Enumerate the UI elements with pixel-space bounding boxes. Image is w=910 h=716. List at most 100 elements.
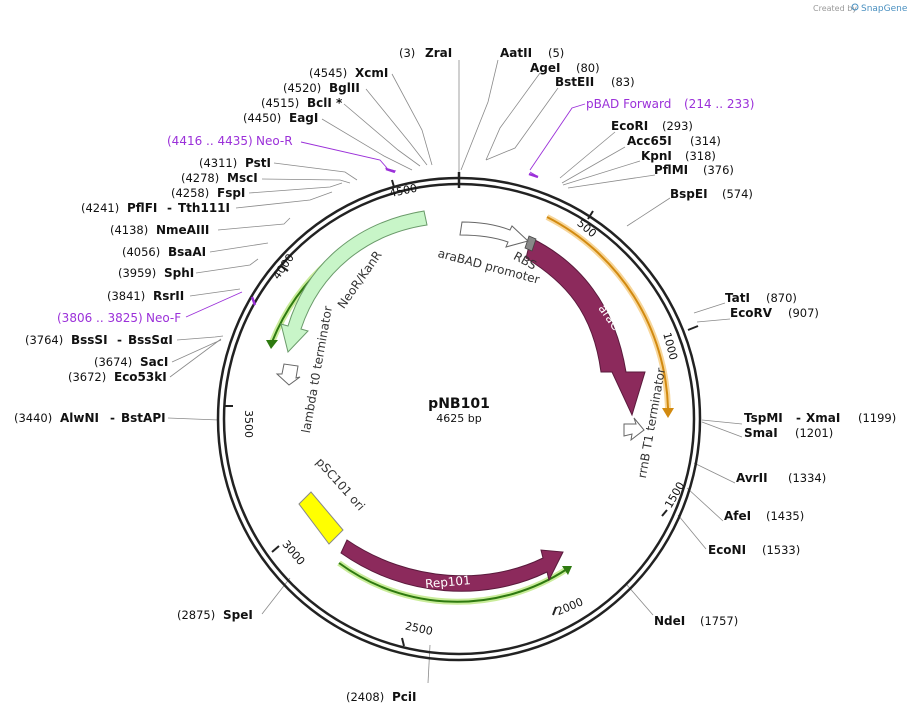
enzyme-name-pflmi: PflMI xyxy=(654,163,688,177)
enzyme-pos-rsrii: (3841) xyxy=(107,289,145,303)
enzyme-name-nmeaiii: NmeAIII xyxy=(156,223,209,237)
primer-marks xyxy=(250,167,539,306)
enzyme-name-eco53ki: Eco53kI xyxy=(114,370,167,384)
credit-created-by: Created by xyxy=(813,4,857,13)
enzyme-name-bspei: BspEI xyxy=(670,187,708,201)
enzyme-pos-pcii: (2408) xyxy=(346,690,384,704)
enzyme-name-ndei: NdeI xyxy=(654,614,685,628)
enzyme-pos-tati: (870) xyxy=(766,291,797,305)
enzyme-name-eagi: EagI xyxy=(289,111,318,125)
arac-feature: araC xyxy=(525,237,646,417)
enzyme-pos-spei: (2875) xyxy=(177,608,215,622)
enzyme-name-saci: SacI xyxy=(140,355,168,369)
enzyme-pos-xcmi: (4545) xyxy=(309,66,347,80)
enzyme-pos-psti: (4311) xyxy=(199,156,237,170)
enzyme-pos-bspei: (574) xyxy=(722,187,753,201)
enzyme-pos-pflfi: (4241) xyxy=(81,201,119,215)
tick-label-3000: 3000 xyxy=(279,538,307,568)
feature-label-lambda: lambda t0 terminator xyxy=(299,305,335,434)
enzyme-name-ecorv: EcoRV xyxy=(730,306,773,320)
enzyme-name-tati: TatI xyxy=(725,291,750,305)
enzyme-pos-ecori: (293) xyxy=(662,119,693,133)
enzyme-name-fspi: FspI xyxy=(217,186,245,200)
enzyme-pos-pflmi: (376) xyxy=(703,163,734,177)
enzyme-sep-bstapi: - xyxy=(110,411,115,425)
tick-marks xyxy=(224,179,699,647)
tick-label-2500: 2500 xyxy=(404,619,434,638)
lambda-terminator-feature: lambda t0 terminator xyxy=(275,305,335,434)
enzyme-pos-msci: (4278) xyxy=(181,171,219,185)
enzyme-name-pflfi: PflFI xyxy=(127,201,157,215)
enzyme-name-xcmi: XcmI xyxy=(355,66,388,80)
tick-label-3500: 3500 xyxy=(242,410,255,438)
enzyme-name-tspmi: TspMI xyxy=(744,411,783,425)
enzyme-name-smai: SmaI xyxy=(744,426,778,440)
enzyme-pos-fspi: (4258) xyxy=(171,186,209,200)
enzyme-pos-bcli: (4515) xyxy=(261,96,299,110)
enzyme-name-aatii: AatII xyxy=(500,46,532,60)
enzyme-pos-acc65i: (314) xyxy=(690,134,721,148)
psc101-ori-feature: pSC101 ori xyxy=(298,455,368,545)
primer-name-pbad-forward: pBAD Forward xyxy=(586,97,671,111)
enzyme-name-bcli: BclI * xyxy=(307,96,343,110)
enzyme-name-tth111i: Tth111I xyxy=(178,201,230,215)
enzyme-pos-ecorv: (907) xyxy=(788,306,819,320)
primer-range-neo-r: (4416 .. 4435) xyxy=(167,134,253,148)
enzyme-name-bsaai: BsaAI xyxy=(168,245,206,259)
plasmid-name: pNB101 xyxy=(428,396,490,412)
enzyme-sep-tth111i: - xyxy=(167,201,172,215)
snapgene-logo-icon xyxy=(851,3,859,11)
primer-range-neo-f: (3806 .. 3825) xyxy=(57,311,143,325)
enzyme-name-msci: MscI xyxy=(227,171,258,185)
enzyme-name-bsteii: BstEII xyxy=(555,75,594,89)
enzyme-pos-zrai: (3) xyxy=(399,46,415,60)
tick-label-4500: 4500 xyxy=(388,182,418,201)
enzyme-name-pcii: PciI xyxy=(392,690,417,704)
enzyme-name-zrai: ZraI xyxy=(425,46,452,60)
enzyme-pos-smai: (1201) xyxy=(795,426,833,440)
enzyme-name-bstapi: BstAPI xyxy=(121,411,166,425)
enzyme-name-xmai: XmaI xyxy=(806,411,840,425)
enzyme-name-spei: SpeI xyxy=(223,608,253,622)
plasmid-length: 4625 bp xyxy=(436,412,481,425)
tick-label-4000: 4000 xyxy=(270,251,297,281)
enzyme-name-kpni: KpnI xyxy=(641,149,672,163)
primer-leader-lines xyxy=(185,103,586,318)
enzyme-name-bsssai: BssSαI xyxy=(128,333,173,347)
enzyme-pos-avrii: (1334) xyxy=(788,471,826,485)
enzyme-pos-nmeaiii: (4138) xyxy=(110,223,148,237)
enzyme-pos-bsssi: (3764) xyxy=(25,333,63,347)
enzyme-name-rsrii: RsrII xyxy=(153,289,184,303)
enzyme-pos-bsteii: (83) xyxy=(611,75,635,89)
enzyme-sep-bsssai: - xyxy=(117,333,122,347)
tick-label-2000: 2000 xyxy=(554,595,585,618)
enzyme-sep-xmai: - xyxy=(796,411,801,425)
enzyme-name-ecori: EcoRI xyxy=(611,119,648,133)
enzyme-pos-afei: (1435) xyxy=(766,509,804,523)
neo-feature: NeoR/KanR xyxy=(280,210,428,354)
enzyme-pos-tspmi: (1199) xyxy=(858,411,896,425)
enzyme-pos-econi: (1533) xyxy=(762,543,800,557)
rep101-feature: Rep101 xyxy=(340,539,564,592)
enzyme-pos-sphi: (3959) xyxy=(118,266,156,280)
enzyme-name-agei: AgeI xyxy=(530,61,560,75)
enzyme-name-avrii: AvrII xyxy=(736,471,768,485)
enzyme-pos-saci: (3674) xyxy=(94,355,132,369)
credit-brand: SnapGene xyxy=(861,4,908,14)
rep-orf-arc xyxy=(337,560,572,605)
enzyme-name-bsssi: BssSI xyxy=(71,333,108,347)
enzyme-labels: (3) ZraI AatII (5) AgeI (80) BstEII (83)… xyxy=(14,46,896,704)
enzyme-pos-bsaai: (4056) xyxy=(122,245,160,259)
enzyme-pos-kpni: (318) xyxy=(685,149,716,163)
arac-orf-arc xyxy=(545,214,674,418)
enzyme-name-psti: PstI xyxy=(245,156,271,170)
backbone xyxy=(216,172,702,662)
enzyme-pos-ndei: (1757) xyxy=(700,614,738,628)
enzyme-pos-bglii: (4520) xyxy=(283,81,321,95)
enzyme-pos-eagi: (4450) xyxy=(243,111,281,125)
enzyme-pos-agei: (80) xyxy=(576,61,600,75)
enzyme-name-acc65i: Acc65I xyxy=(627,134,672,148)
primer-name-neo-r: Neo-R xyxy=(256,134,293,148)
enzyme-pos-alwni: (3440) xyxy=(14,411,52,425)
